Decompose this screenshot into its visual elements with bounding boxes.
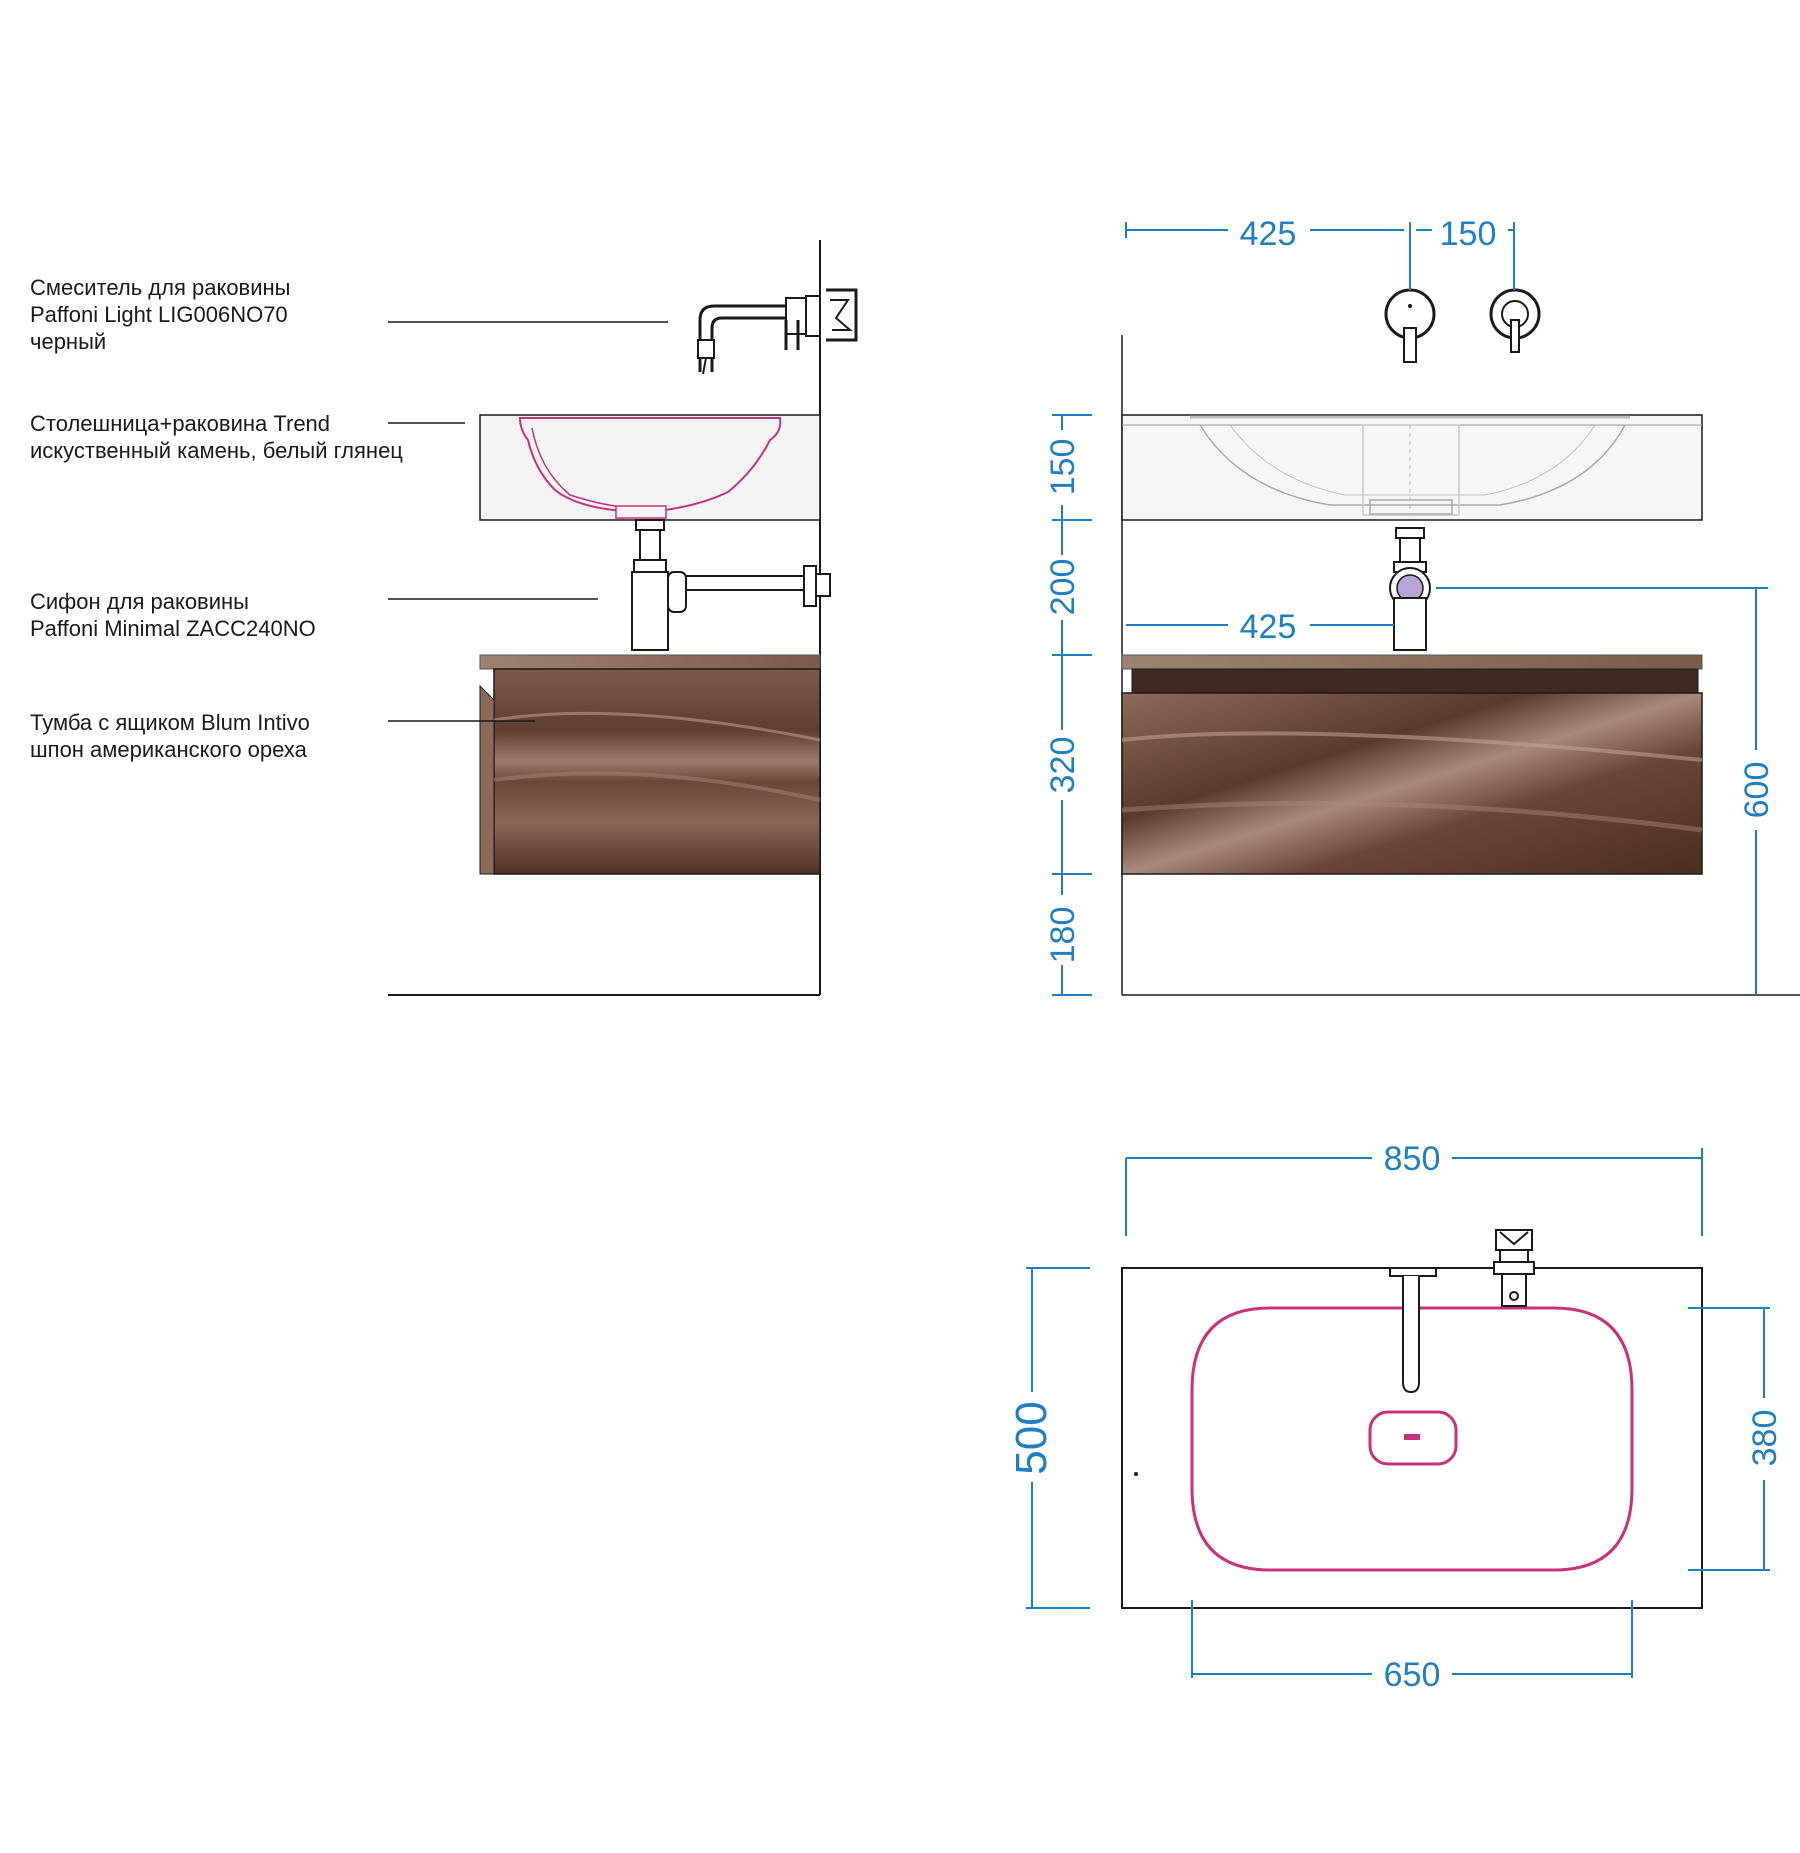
callout-cabinet: Тумба с ящиком Blum Intivo шпон американ… xyxy=(30,709,310,763)
dim-front-top-right: 150 xyxy=(1440,215,1497,253)
faucet-front-view xyxy=(1384,288,1541,363)
plan-view xyxy=(1121,1229,1703,1609)
callout-faucet-line-1: Смеситель для раковины xyxy=(30,275,291,300)
callout-faucet: Смеситель для раковины Paffoni Light LIG… xyxy=(30,274,291,355)
side-view xyxy=(388,240,858,996)
faucet-plan-view xyxy=(1389,1229,1535,1394)
callout-countertop-line-2: искуственный камень, белый глянец xyxy=(30,438,403,463)
faucet-side-view xyxy=(697,288,858,375)
dim-plan-bowl-width: 650 xyxy=(1384,1656,1441,1694)
dim-plan-width: 850 xyxy=(1384,1140,1441,1178)
cabinet-front-view xyxy=(1121,654,1703,875)
dim-height-floor-gap: 180 xyxy=(1044,907,1082,964)
callout-cabinet-line-1: Тумба с ящиком Blum Intivo xyxy=(30,710,310,735)
callout-cabinet-line-2: шпон американского ореха xyxy=(30,737,307,762)
basin-plan-view xyxy=(1190,1306,1634,1572)
dim-plan-depth: 500 xyxy=(1007,1401,1056,1474)
front-view xyxy=(1121,288,1800,996)
dim-height-siphon-gap: 200 xyxy=(1044,559,1082,616)
dim-height-cabinet: 320 xyxy=(1044,737,1082,794)
countertop-side-view xyxy=(479,414,821,521)
plan-view-dimensions: 850 500 650 380 xyxy=(1007,1140,1784,1694)
drain-plan-view xyxy=(1368,1410,1458,1466)
callout-siphon-line-1: Сифон для раковины xyxy=(30,589,249,614)
dim-front-top-left: 425 xyxy=(1240,215,1297,253)
dim-height-drain: 600 xyxy=(1738,762,1776,819)
dim-height-countertop: 150 xyxy=(1044,439,1082,496)
callout-faucet-line-3: черный xyxy=(30,329,107,354)
dim-plan-bowl-depth: 380 xyxy=(1746,1410,1784,1467)
callout-faucet-line-2: Paffoni Light LIG006NO70 xyxy=(30,302,288,327)
callout-countertop-line-1: Столешница+раковина Trend xyxy=(30,411,331,436)
dim-front-drain-offset: 425 xyxy=(1240,608,1297,646)
countertop-front-view xyxy=(1121,414,1703,521)
siphon-side-view xyxy=(631,519,831,651)
callout-siphon: Сифон для раковины Paffoni Minimal ZACC2… xyxy=(30,588,316,642)
siphon-front-view xyxy=(1389,527,1431,651)
callout-siphon-line-2: Paffoni Minimal ZACC240NO xyxy=(30,616,316,641)
front-view-dimensions: 425 150 425 150 200 320 180 600 xyxy=(1044,215,1776,996)
cabinet-side-view xyxy=(479,654,821,875)
callout-countertop: Столешница+раковина Trend искуственный к… xyxy=(30,410,403,464)
